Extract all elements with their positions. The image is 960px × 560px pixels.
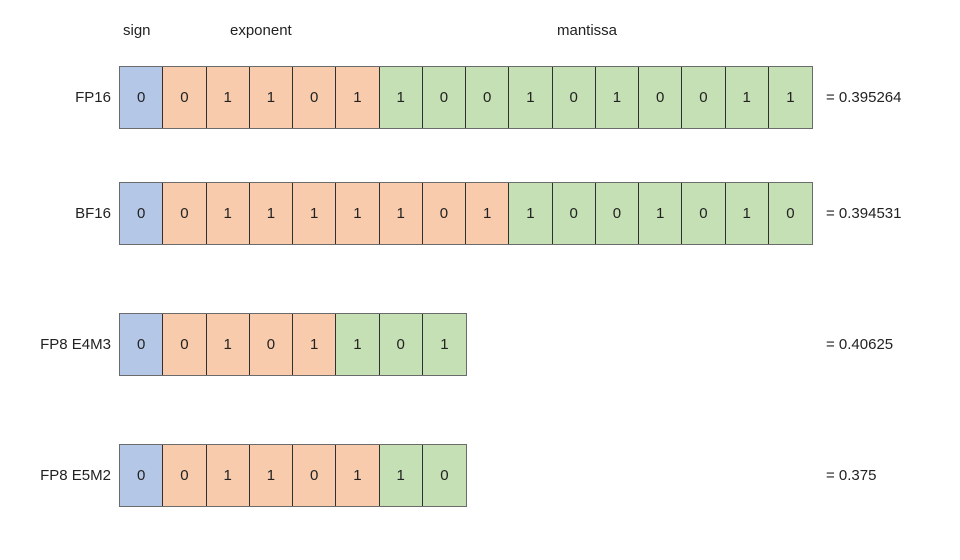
mantissa-bit: 1 <box>422 314 466 375</box>
mantissa-bit: 0 <box>595 183 639 244</box>
exponent-bit: 1 <box>466 183 510 244</box>
decimal-value: = 0.375 <box>826 467 877 484</box>
exponent-bit: 1 <box>379 183 423 244</box>
mantissa-bit: 0 <box>682 183 726 244</box>
mantissa-bit: 0 <box>552 183 596 244</box>
exponent-bit: 1 <box>206 314 250 375</box>
mantissa-bit: 1 <box>595 67 639 128</box>
format-label: BF16 <box>75 205 111 222</box>
exponent-bit: 0 <box>163 445 207 506</box>
format-label: FP8 E5M2 <box>40 467 111 484</box>
header-exponent: exponent <box>230 22 292 39</box>
exponent-bit: 1 <box>249 67 293 128</box>
exponent-bit: 1 <box>293 314 337 375</box>
mantissa-bit: 0 <box>552 67 596 128</box>
exponent-bit: 1 <box>336 445 380 506</box>
mantissa-bit: 0 <box>768 183 812 244</box>
mantissa-bit: 1 <box>639 183 683 244</box>
header-sign: sign <box>123 22 151 39</box>
format-label: FP8 E4M3 <box>40 336 111 353</box>
mantissa-bit: 1 <box>725 67 769 128</box>
exponent-bit: 1 <box>336 67 380 128</box>
decimal-value: = 0.394531 <box>826 205 902 222</box>
exponent-bit: 1 <box>336 183 380 244</box>
exponent-bit: 0 <box>163 183 207 244</box>
mantissa-bit: 1 <box>379 445 423 506</box>
mantissa-bit: 0 <box>682 67 726 128</box>
mantissa-bit: 0 <box>379 314 423 375</box>
mantissa-bit: 1 <box>336 314 380 375</box>
exponent-bit: 1 <box>206 445 250 506</box>
format-label: FP16 <box>75 89 111 106</box>
exponent-bit: 0 <box>293 445 337 506</box>
sign-bit: 0 <box>120 67 164 128</box>
exponent-bit: 0 <box>249 314 293 375</box>
sign-bit: 0 <box>120 445 164 506</box>
mantissa-bit: 0 <box>639 67 683 128</box>
decimal-value: = 0.395264 <box>826 89 902 106</box>
exponent-bit: 0 <box>422 183 466 244</box>
exponent-bit: 1 <box>249 445 293 506</box>
mantissa-bit: 1 <box>379 67 423 128</box>
exponent-bit: 0 <box>163 314 207 375</box>
decimal-value: = 0.40625 <box>826 336 894 353</box>
header-mantissa: mantissa <box>557 22 618 39</box>
mantissa-bit: 1 <box>725 183 769 244</box>
exponent-bit: 1 <box>206 183 250 244</box>
exponent-bit: 0 <box>163 67 207 128</box>
mantissa-bit: 1 <box>509 67 553 128</box>
mantissa-bit: 0 <box>466 67 510 128</box>
mantissa-bit: 1 <box>509 183 553 244</box>
exponent-bit: 1 <box>293 183 337 244</box>
exponent-bit: 1 <box>206 67 250 128</box>
sign-bit: 0 <box>120 314 164 375</box>
exponent-bit: 0 <box>293 67 337 128</box>
mantissa-bit: 0 <box>422 445 466 506</box>
mantissa-bit: 1 <box>768 67 812 128</box>
mantissa-bit: 0 <box>422 67 466 128</box>
exponent-bit: 1 <box>249 183 293 244</box>
sign-bit: 0 <box>120 183 164 244</box>
